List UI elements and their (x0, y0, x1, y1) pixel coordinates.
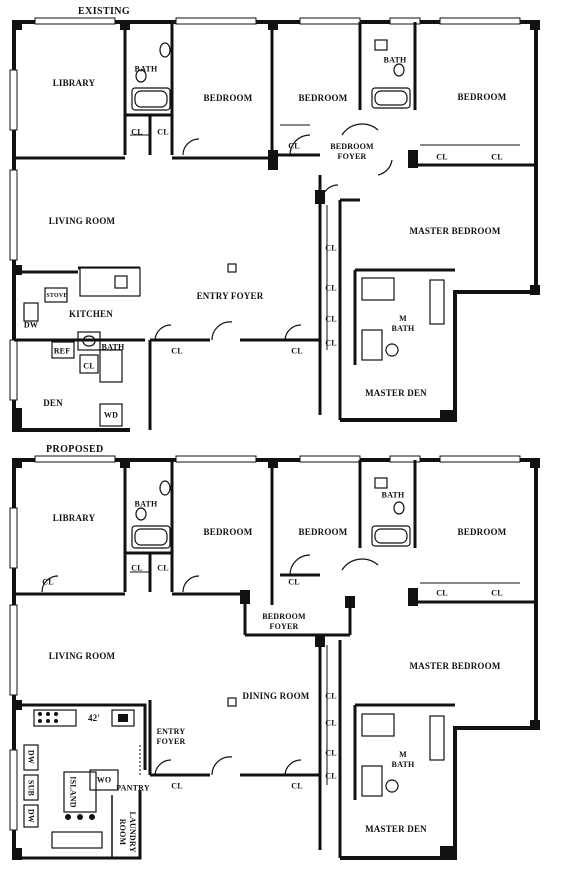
proposed-closet-label: CL (42, 577, 54, 587)
proposed-laundry-room-label: LAUNDRY ROOM (118, 811, 137, 853)
proposed-closet-label: CL (325, 718, 337, 728)
existing-plan (9, 17, 540, 432)
proposed-entry-foyer-label: ENTRY FOYER (156, 727, 186, 746)
proposed-bath-label: BATH (134, 499, 158, 509)
existing-bath-small-label: BATH (101, 342, 125, 352)
existing-windows (9, 17, 521, 401)
existing-closet-label: CL (157, 127, 169, 137)
existing-bedroom-mid-label: BEDROOM (298, 93, 348, 103)
proposed-closets (130, 571, 520, 785)
proposed-island-label: ISLAND (68, 776, 78, 808)
proposed-living-room-label: LIVING ROOM (48, 651, 116, 661)
existing-closet-label: CL (325, 338, 337, 348)
proposed-dining-room-label: DINING ROOM (242, 691, 310, 701)
existing-closet-label: CL (83, 361, 95, 371)
existing-interior-walls (14, 22, 536, 430)
proposed-bedroom-mid-label: BEDROOM (298, 527, 348, 537)
proposed-closet-label: CL (325, 748, 337, 758)
existing-bath-label: BATH (134, 64, 158, 74)
existing-living-room-label: LIVING ROOM (48, 216, 116, 226)
existing-closet-label: CL (491, 152, 503, 162)
proposed-plan (9, 455, 540, 860)
proposed-closet-label: CL (171, 781, 183, 791)
proposed-range-size-label: 42' (87, 713, 101, 723)
proposed-pantry-label: PANTRY (116, 783, 150, 793)
existing-bedroom-left-label: BEDROOM (203, 93, 253, 103)
proposed-dw-label: DW (26, 749, 36, 765)
proposed-bedroom-foyer-label: BEDROOM FOYER (262, 612, 306, 631)
proposed-doors (41, 554, 379, 776)
existing-ref-label: REF (53, 346, 71, 356)
proposed-header: PROPOSED (46, 444, 104, 455)
proposed-closet-label: CL (325, 771, 337, 781)
proposed-dw2-label: DW (26, 808, 36, 824)
existing-wd-label: WD (103, 410, 119, 420)
existing-bath-mid-label: BATH (383, 55, 407, 65)
existing-m-bath-label: M BATH (391, 314, 415, 333)
proposed-closet-label: CL (436, 588, 448, 598)
proposed-bedroom-right-label: BEDROOM (457, 527, 507, 537)
existing-closet-label: CL (288, 141, 300, 151)
existing-bedroom-foyer-label: BEDROOM FOYER (330, 142, 374, 161)
proposed-closet-label: CL (491, 588, 503, 598)
existing-kitchen-label: KITCHEN (69, 309, 113, 319)
existing-closet-label: CL (171, 346, 183, 356)
existing-closet-label: CL (325, 243, 337, 253)
proposed-library-label: LIBRARY (52, 513, 96, 523)
proposed-closet-label: CL (288, 577, 300, 587)
existing-entry-foyer-label: ENTRY FOYER (196, 291, 264, 301)
proposed-m-bath-label: M BATH (391, 750, 415, 769)
existing-closets (130, 124, 520, 350)
existing-den-label: DEN (43, 398, 63, 408)
existing-closet-label: CL (325, 283, 337, 293)
proposed-bath-mid-label: BATH (381, 490, 405, 500)
proposed-sub-label: SUB (26, 779, 36, 797)
existing-header: EXISTING (78, 6, 131, 17)
existing-stove-label: STOVE (46, 293, 68, 299)
proposed-closet-label: CL (157, 563, 169, 573)
existing-master-den-label: MASTER DEN (365, 388, 427, 398)
existing-closet-label: CL (131, 127, 143, 137)
proposed-columns (12, 458, 540, 860)
existing-doors (154, 123, 393, 341)
existing-dw-label: DW (23, 320, 39, 330)
proposed-closet-label: CL (291, 781, 303, 791)
existing-closet-label: CL (436, 152, 448, 162)
proposed-kitchen-block (14, 703, 147, 860)
existing-closet-label: CL (325, 314, 337, 324)
existing-columns (12, 20, 540, 428)
proposed-bedroom-left-label: BEDROOM (203, 527, 253, 537)
proposed-wo-label: WO (96, 775, 112, 785)
existing-library-label: LIBRARY (52, 78, 96, 88)
existing-closet-label: CL (291, 346, 303, 356)
existing-master-bedroom-label: MASTER BEDROOM (409, 226, 501, 236)
existing-bedroom-right-label: BEDROOM (457, 92, 507, 102)
proposed-fixtures (131, 477, 445, 797)
proposed-closet-label: CL (131, 563, 143, 573)
proposed-master-den-label: MASTER DEN (365, 824, 427, 834)
proposed-master-bedroom-label: MASTER BEDROOM (409, 661, 501, 671)
proposed-windows (9, 455, 521, 831)
proposed-closet-label: CL (325, 691, 337, 701)
existing-fixtures (23, 39, 445, 427)
